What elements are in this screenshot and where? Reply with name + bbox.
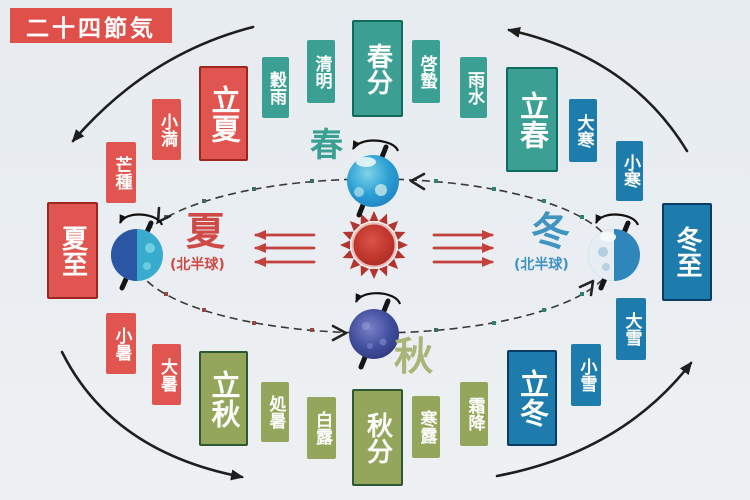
season-winter-label: 冬 — [531, 210, 571, 255]
cycle-arrow-bottom-left — [60, 350, 244, 481]
term-seimei: 清明 — [307, 40, 335, 103]
rotation-arrow — [119, 213, 164, 226]
term-kokuu: 穀雨 — [262, 57, 289, 118]
season-winter-hemisphere: (北半球) — [514, 257, 569, 273]
term-boshu: 芒種 — [106, 142, 136, 203]
earth-spring — [347, 139, 400, 218]
term-shousetsu: 小雪 — [571, 344, 601, 406]
season-autumn-label: 秋 — [394, 335, 434, 380]
term-risshun: 立春 — [506, 67, 558, 172]
term-shunbun: 春分 — [352, 20, 403, 117]
sunlight-arrows-left — [254, 230, 316, 267]
term-risshu: 立秋 — [199, 351, 248, 446]
term-shoukan: 小寒 — [616, 141, 643, 201]
sunlight-arrows-right — [432, 230, 494, 267]
term-kanro: 寒露 — [412, 396, 440, 458]
seasonal-cycle-arrows — [60, 25, 693, 481]
cycle-arrow-top-left — [71, 25, 255, 143]
cycle-arrow-top-right — [507, 27, 689, 153]
rotation-arrow — [595, 213, 640, 226]
term-keichitsu: 啓蟄 — [412, 40, 440, 103]
rotation-arrow — [355, 292, 402, 305]
term-hakuro: 白露 — [307, 397, 336, 459]
term-shosho: 処暑 — [261, 382, 289, 442]
earth-autumn — [349, 292, 402, 370]
term-rikka: 立夏 — [199, 66, 248, 161]
term-daikan: 大寒 — [569, 99, 597, 162]
term-usui: 雨水 — [460, 57, 487, 118]
earth-winter — [588, 213, 640, 291]
earth-summer — [111, 213, 164, 291]
season-spring-label: 春 — [310, 125, 343, 164]
term-touji: 冬至 — [662, 203, 712, 301]
rotation-arrow — [352, 139, 400, 152]
term-shoman: 小満 — [152, 99, 181, 160]
term-shubun: 秋分 — [352, 389, 403, 486]
term-taisho: 大暑 — [152, 344, 181, 405]
sun-icon — [340, 211, 408, 279]
term-taisetsu: 大雪 — [616, 298, 646, 360]
orbit-direction-arrows — [156, 172, 595, 342]
term-ritto: 立冬 — [507, 350, 557, 446]
term-geshi: 夏至 — [47, 202, 98, 299]
cycle-arrow-bottom-right — [495, 361, 693, 478]
season-summer-hemisphere: (北半球) — [170, 257, 225, 273]
term-shousho: 小暑 — [106, 313, 136, 374]
term-soukou: 霜降 — [460, 382, 488, 446]
diagram-title: 二十四節気 — [10, 8, 172, 43]
season-summer-label: 夏 — [186, 210, 226, 255]
